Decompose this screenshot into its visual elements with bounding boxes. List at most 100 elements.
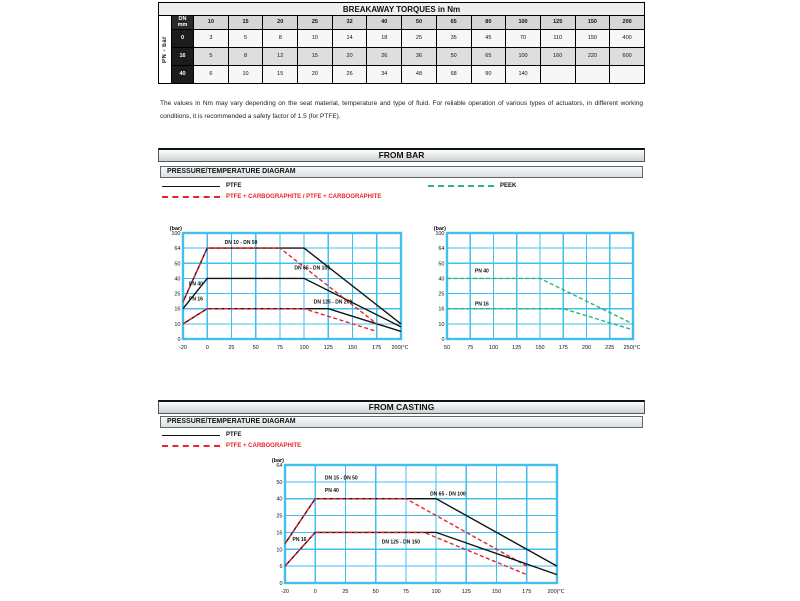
torque-value-cell: 20 bbox=[331, 46, 368, 66]
torque-value-cell: 26 bbox=[366, 46, 403, 66]
torque-value-cell: 15 bbox=[262, 64, 299, 84]
svg-text:125: 125 bbox=[512, 345, 521, 351]
torque-value-cell: 65 bbox=[470, 46, 507, 66]
torque-value-cell: 18 bbox=[366, 28, 403, 48]
chart-annotation: DN 65 - DN 100 bbox=[294, 265, 330, 271]
svg-text:250(°C): 250(°C) bbox=[623, 345, 640, 351]
svg-text:150: 150 bbox=[348, 345, 357, 351]
chart-canvas: 5075100125150175200225250(°C)10064504025… bbox=[434, 226, 643, 351]
legend-label-ptfe: PTFE bbox=[226, 183, 242, 189]
torque-value-cell: 220 bbox=[574, 46, 611, 66]
torque-value-cell: 20 bbox=[297, 64, 333, 84]
svg-text:150: 150 bbox=[535, 345, 544, 351]
table-title: BREAKAWAY TORQUES in Nm bbox=[158, 2, 645, 15]
torque-value-cell: 70 bbox=[505, 28, 541, 48]
pt-chart-from-bar-left: -200255075100125150175200(°C)10064504025… bbox=[162, 222, 411, 357]
torque-value-cell: 140 bbox=[505, 64, 541, 84]
chart-annotation: PN 40 bbox=[189, 281, 203, 287]
svg-text:16: 16 bbox=[174, 307, 180, 313]
svg-text:75: 75 bbox=[403, 589, 409, 595]
ptfe-line-swatch bbox=[162, 434, 220, 436]
svg-text:0: 0 bbox=[314, 589, 317, 595]
torque-value-cell bbox=[574, 64, 611, 84]
torque-value-cell: 26 bbox=[331, 64, 368, 84]
dn-column-header: 65 bbox=[435, 15, 472, 30]
torque-value-cell: 14 bbox=[331, 28, 368, 48]
torque-value-cell: 8 bbox=[262, 28, 299, 48]
svg-text:25: 25 bbox=[228, 345, 234, 351]
torque-value-cell: 10 bbox=[227, 64, 264, 84]
chart-annotation: PN 16 bbox=[475, 301, 489, 307]
torque-value-cell: 5 bbox=[193, 46, 229, 66]
torque-value-cell: 600 bbox=[609, 46, 645, 66]
torque-value-cell: 15 bbox=[297, 46, 333, 66]
chart-annotation: DN 10 - DN 50 bbox=[225, 240, 258, 246]
svg-text:64: 64 bbox=[276, 463, 282, 469]
ptfe-line-swatch bbox=[162, 185, 220, 187]
svg-text:0: 0 bbox=[441, 337, 444, 343]
svg-text:100: 100 bbox=[171, 231, 180, 237]
dn-column-header: 32 bbox=[331, 15, 368, 30]
legend-ptfe-bar: PTFE bbox=[162, 182, 241, 190]
dn-column-header: 10 bbox=[193, 15, 229, 30]
subheader-pt-diagram-bar: PRESSURE/TEMPERATURE DIAGRAM bbox=[160, 166, 643, 178]
legend-carbographite-bar: PTFE + CARBOGRAPHITE / PTFE + CARBOGRAPH… bbox=[162, 193, 381, 201]
dn-column-header: 20 bbox=[262, 15, 299, 30]
torque-value-cell: 25 bbox=[401, 28, 437, 48]
svg-text:225: 225 bbox=[605, 345, 614, 351]
torque-value-cell: 3 bbox=[193, 28, 229, 48]
chart-annotation: DN 125 - DN 150 bbox=[382, 540, 421, 546]
torque-value-cell bbox=[539, 64, 576, 84]
torque-value-cell: 48 bbox=[401, 64, 437, 84]
dn-column-header: 200 bbox=[609, 15, 645, 30]
section-header-from-bar: FROM BAR bbox=[158, 148, 645, 162]
svg-text:(bar): (bar) bbox=[272, 458, 284, 464]
svg-text:25: 25 bbox=[438, 292, 444, 298]
svg-text:64: 64 bbox=[174, 246, 180, 252]
svg-text:50: 50 bbox=[444, 345, 450, 351]
svg-text:100: 100 bbox=[300, 345, 309, 351]
dn-column-header: 125 bbox=[539, 15, 576, 30]
svg-text:75: 75 bbox=[277, 345, 283, 351]
svg-text:100: 100 bbox=[432, 589, 441, 595]
torque-value-cell bbox=[609, 64, 645, 84]
pn-row-label: 40 bbox=[171, 64, 194, 84]
svg-text:10: 10 bbox=[174, 322, 180, 328]
dn-column-header: 40 bbox=[366, 15, 403, 30]
series-line-red bbox=[182, 307, 378, 333]
svg-text:100: 100 bbox=[435, 231, 444, 237]
series-line-red bbox=[284, 531, 528, 576]
pt-chart-from-bar-right: 5075100125150175200225250(°C)10064504025… bbox=[426, 222, 643, 357]
dn-column-header: 50 bbox=[401, 15, 437, 30]
torque-value-cell: 400 bbox=[609, 28, 645, 48]
torque-value-cell: 36 bbox=[401, 46, 437, 66]
legend-label-ptfe: PTFE bbox=[226, 432, 242, 438]
svg-text:175: 175 bbox=[522, 589, 531, 595]
svg-text:100: 100 bbox=[489, 345, 498, 351]
svg-text:200(°C): 200(°C) bbox=[391, 345, 408, 351]
series-line-red bbox=[182, 247, 378, 325]
svg-text:50: 50 bbox=[253, 345, 259, 351]
chart-canvas: -200255075100125150175200(°C)64504025161… bbox=[272, 458, 567, 595]
svg-text:50: 50 bbox=[174, 261, 180, 267]
torque-value-cell: 6 bbox=[193, 64, 229, 84]
svg-text:(bar): (bar) bbox=[170, 226, 182, 232]
section-header-from-casting: FROM CASTING bbox=[158, 400, 645, 414]
dn-column-header: 100 bbox=[505, 15, 541, 30]
svg-text:25: 25 bbox=[276, 514, 282, 520]
series-line-green bbox=[447, 277, 634, 325]
svg-text:150: 150 bbox=[492, 589, 501, 595]
legend-label-peek: PEEK bbox=[500, 183, 517, 189]
svg-text:40: 40 bbox=[276, 497, 282, 503]
torque-value-cell: 34 bbox=[366, 64, 403, 84]
svg-text:(bar): (bar) bbox=[434, 226, 446, 232]
chart-annotation: PN 40 bbox=[325, 488, 339, 494]
series-line-black bbox=[284, 531, 558, 576]
chart-annotation: DN 65 - DN 100 bbox=[430, 491, 466, 497]
svg-text:50: 50 bbox=[438, 261, 444, 267]
torque-value-cell: 12 bbox=[262, 46, 299, 66]
subheader-pt-diagram-casting: PRESSURE/TEMPERATURE DIAGRAM bbox=[160, 416, 643, 428]
